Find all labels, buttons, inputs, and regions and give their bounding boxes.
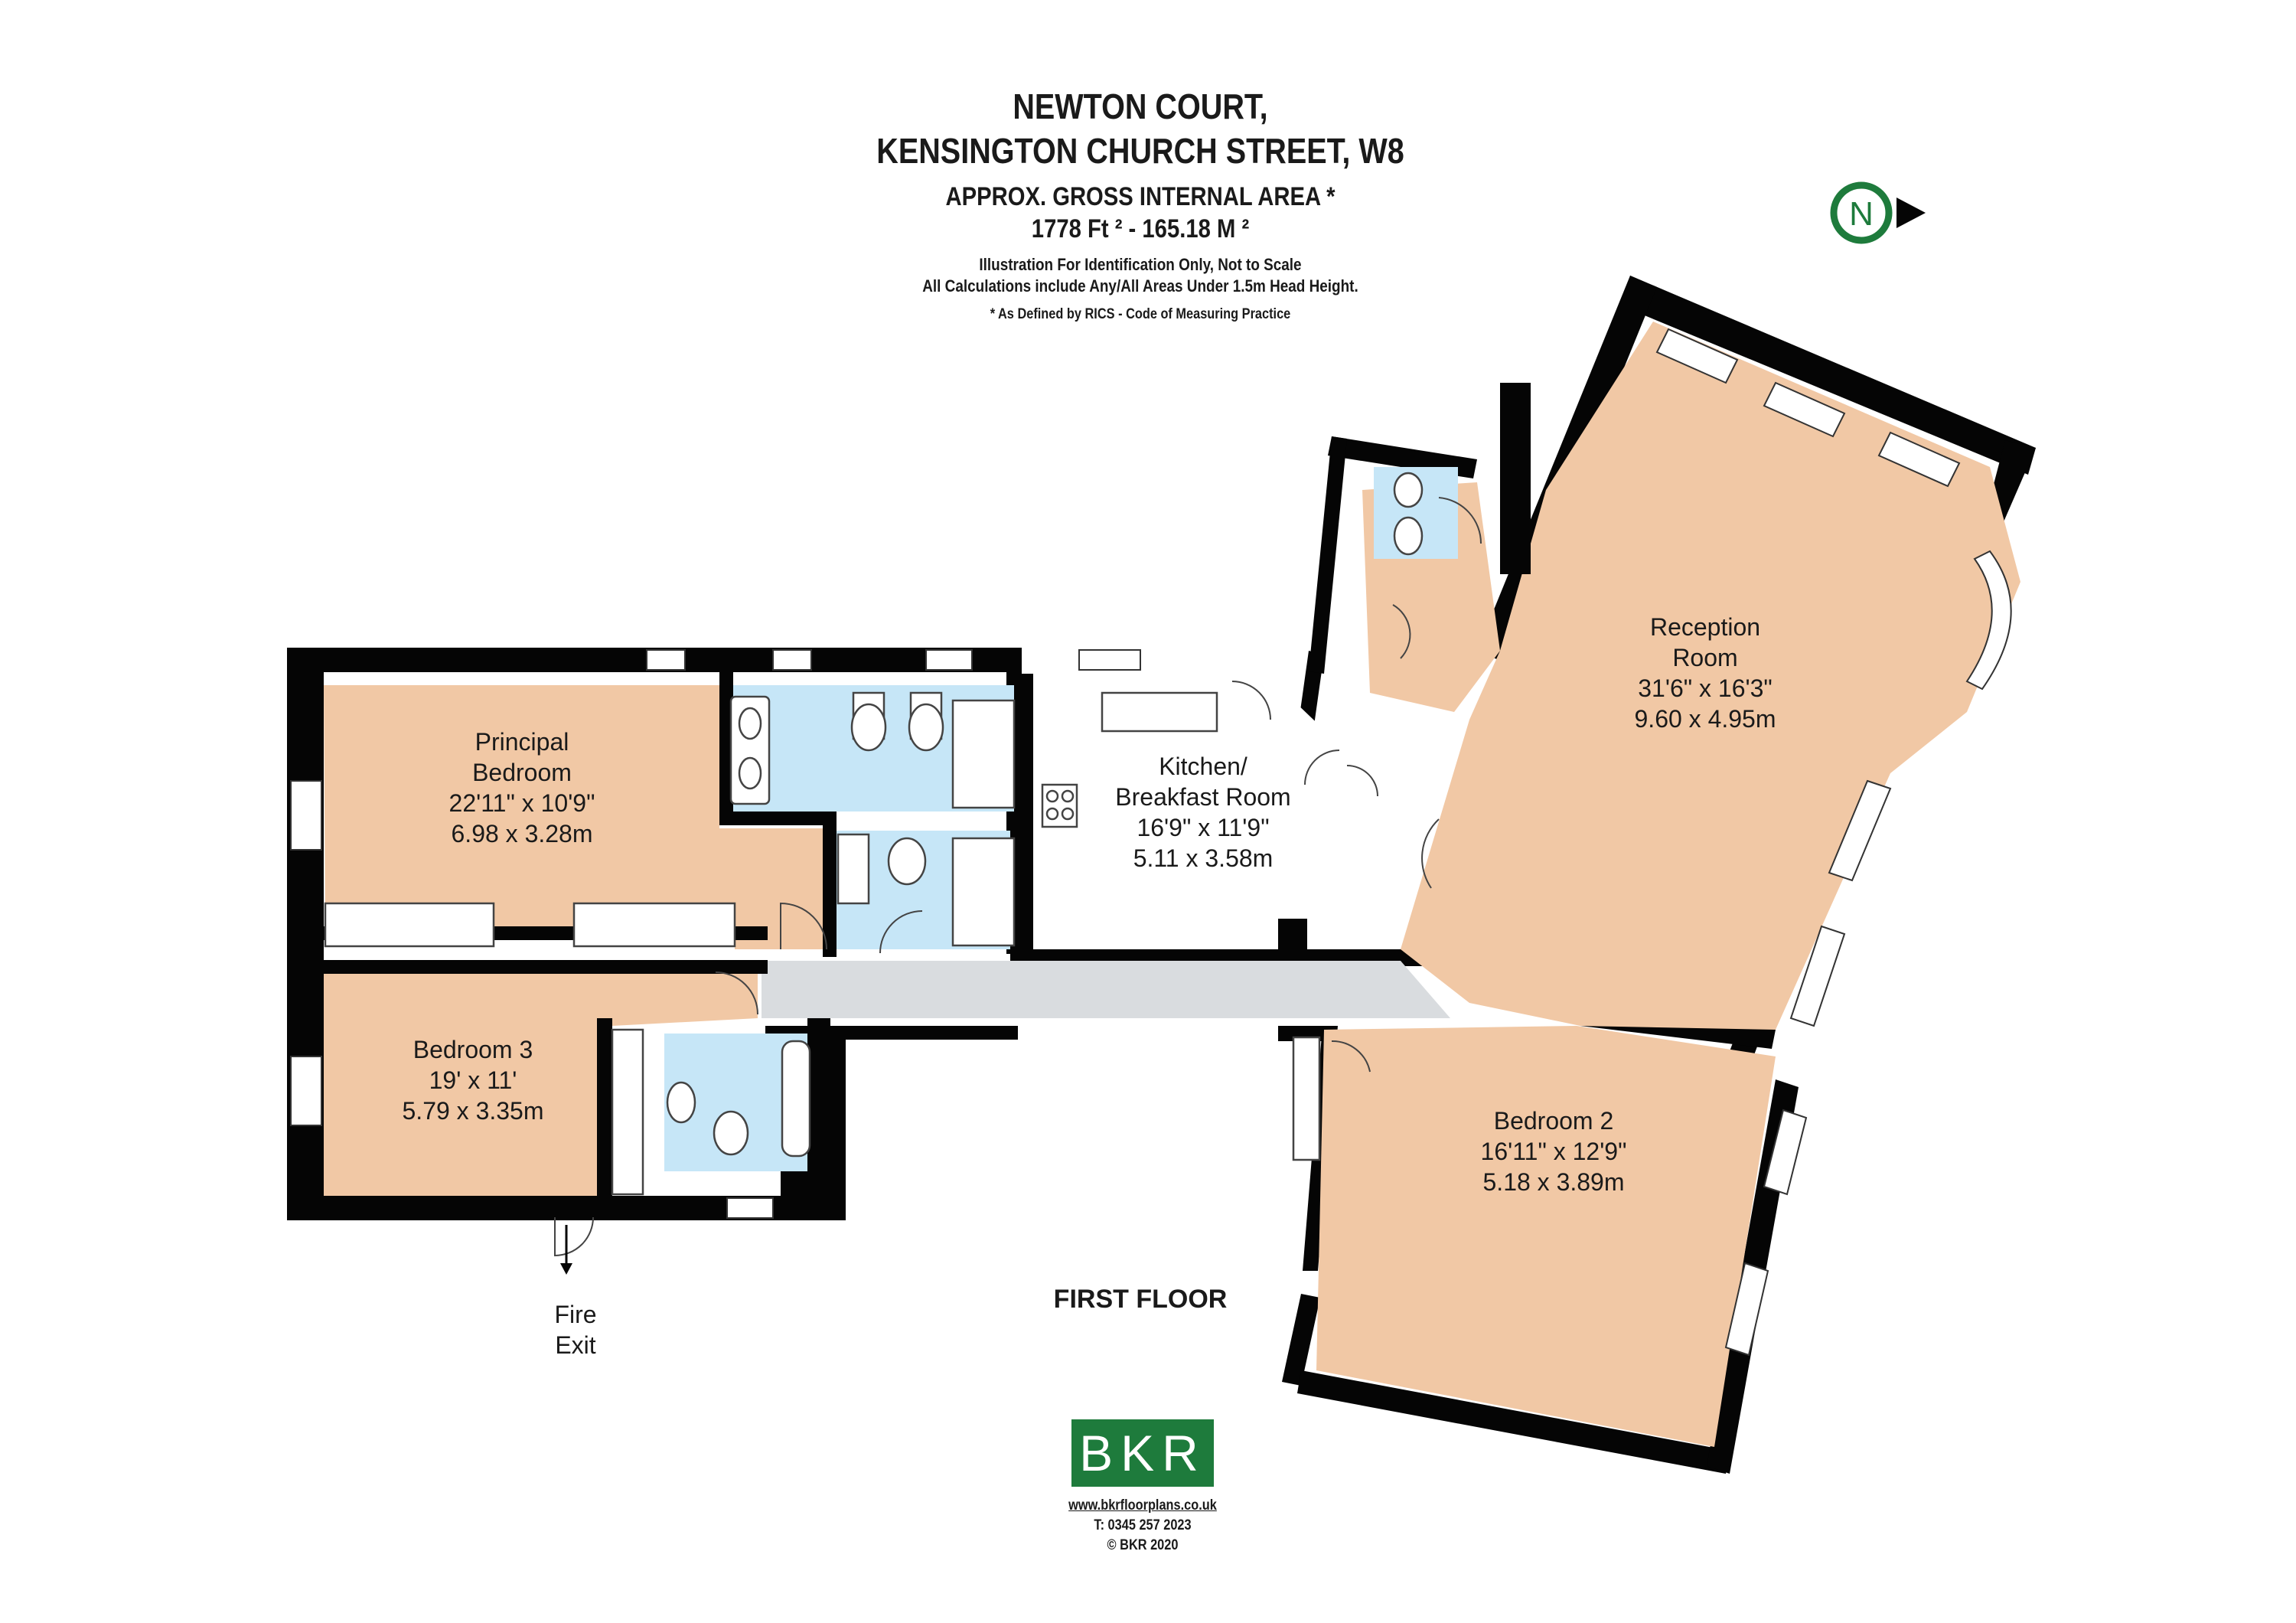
- label-bedroom-2: Bedroom 2 16'11" x 12'9" 5.18 x 3.89m: [1481, 1107, 1627, 1196]
- principal-bedroom-area: [324, 685, 830, 949]
- principal-name-1: Principal: [475, 728, 569, 756]
- bedroom2-name: Bedroom 2: [1494, 1107, 1614, 1135]
- reception-room-area: [1401, 322, 2020, 1030]
- compass-letter: N: [1849, 195, 1874, 233]
- kitchen-name-1: Kitchen/: [1159, 753, 1247, 780]
- property-title: NEWTON COURT, KENSINGTON CHURCH STREET, …: [153, 84, 2128, 173]
- bedroom3-name: Bedroom 3: [413, 1036, 533, 1063]
- bedroom3-imperial: 19' x 11': [429, 1066, 517, 1094]
- principal-name-2: Bedroom: [472, 759, 572, 786]
- reception-imperial: 31'6" x 16'3": [1638, 674, 1773, 702]
- area-value: 1778 Ft ² - 165.18 M ²: [1031, 214, 1250, 243]
- kitchen-name-2: Breakfast Room: [1115, 783, 1290, 811]
- note-rics: * As Defined by RICS - Code of Measuring…: [990, 306, 1291, 322]
- reception-name-2: Room: [1672, 644, 1737, 671]
- fire-exit-arrow-icon: [560, 1225, 572, 1275]
- footer-copyright: © BKR 2020: [1107, 1537, 1179, 1553]
- label-reception-room: Reception Room 31'6" x 16'3" 9.60 x 4.95…: [1635, 613, 1776, 733]
- bedroom-3-area: [324, 974, 758, 1196]
- inner-walls: [324, 383, 1531, 1202]
- bkr-logo: BKR: [1071, 1419, 1214, 1487]
- label-principal-bedroom: Principal Bedroom 22'11" x 10'9" 6.98 x …: [449, 728, 595, 847]
- footer-phone: T: 0345 257 2023: [1094, 1517, 1192, 1533]
- fire-exit-line-1: Fire: [554, 1301, 596, 1328]
- label-fire-exit: Fire Exit: [554, 1301, 596, 1359]
- note-calculations: All Calculations include Any/All Areas U…: [922, 276, 1358, 296]
- north-compass-icon: N: [1830, 181, 1926, 244]
- title-line-1: NEWTON COURT,: [1013, 87, 1268, 126]
- wardrobes: [324, 902, 1321, 1196]
- reception-name-1: Reception: [1650, 613, 1760, 641]
- bedroom3-metric: 5.79 x 3.35m: [403, 1097, 544, 1125]
- principal-imperial: 22'11" x 10'9": [449, 789, 595, 817]
- bedroom2-imperial: 16'11" x 12'9": [1481, 1138, 1627, 1165]
- footer-website[interactable]: www.bkrfloorplans.co.uk: [1068, 1497, 1217, 1514]
- bedroom-2-area: [1316, 1026, 1776, 1447]
- reception-metric: 9.60 x 4.95m: [1635, 705, 1776, 733]
- kitchen-area: [1033, 683, 1431, 949]
- note-identification: Illustration For Identification Only, No…: [979, 255, 1302, 274]
- label-kitchen: Kitchen/ Breakfast Room 16'9" x 11'9" 5.…: [1115, 753, 1290, 872]
- bedroom2-metric: 5.18 x 3.89m: [1483, 1168, 1625, 1196]
- floor-label: FIRST FLOOR: [1054, 1285, 1228, 1314]
- area-title: APPROX. GROSS INTERNAL AREA *: [945, 182, 1336, 211]
- notes-block: Illustration For Identification Only, No…: [153, 254, 2128, 297]
- principal-metric: 6.98 x 3.28m: [452, 820, 593, 847]
- corridor: [762, 961, 1450, 1018]
- kitchen-imperial: 16'9" x 11'9": [1137, 814, 1269, 841]
- door-swings: [554, 497, 1482, 1257]
- label-bedroom-3: Bedroom 3 19' x 11' 5.79 x 3.35m: [403, 1036, 544, 1125]
- sanitaryware: [666, 472, 1424, 1158]
- windows: [290, 328, 2012, 1357]
- kitchen-metric: 5.11 x 3.58m: [1133, 844, 1274, 872]
- fire-exit-line-2: Exit: [555, 1331, 595, 1359]
- title-line-2: KENSINGTON CHURCH STREET, W8: [876, 131, 1404, 171]
- area-block: APPROX. GROSS INTERNAL AREA * 1778 Ft ² …: [153, 181, 2128, 245]
